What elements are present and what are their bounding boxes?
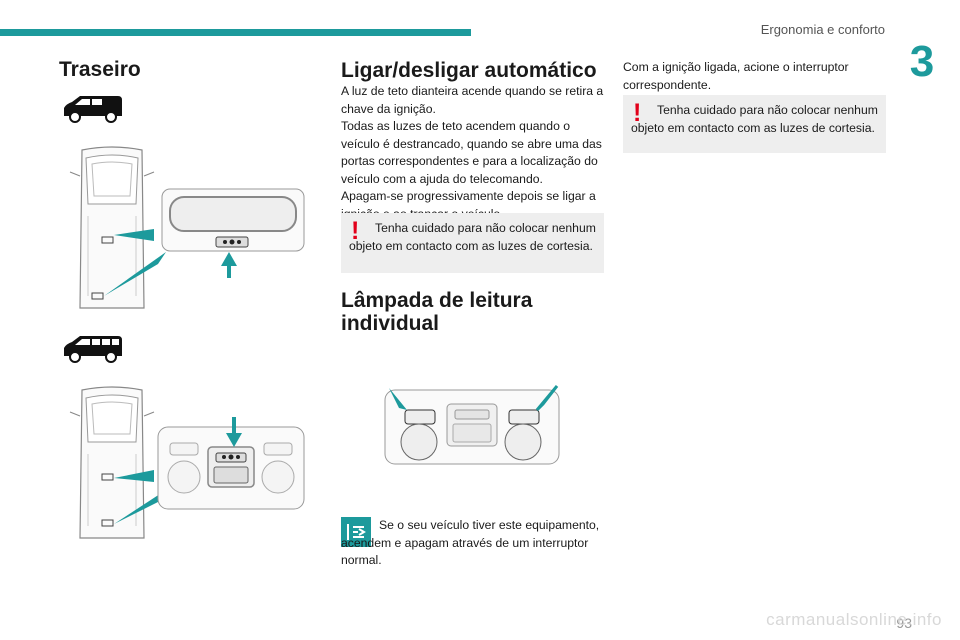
teal-arrow [114,490,166,524]
warning-box: ! Tenha cuidado para não colocar nenhum … [341,213,604,273]
paragraph: A luz de teto dianteira acende quando se… [341,84,604,116]
van-icon [64,96,122,123]
heading-traseiro: Traseiro [59,58,141,81]
warning-box: ! Tenha cuidado para não colocar nenhum … [623,95,886,153]
teal-arrow [114,470,154,482]
teal-arrow [226,417,242,447]
page-number: 93 [896,615,912,631]
equipment-info-icon [341,517,371,547]
minibus-icon [64,336,122,363]
header-accent-bar [0,29,471,36]
ceiling-light-panel [161,188,305,252]
auto-description: A luz de teto dianteira acende quando se… [341,83,605,223]
vehicle-top-view-diagram [69,146,155,309]
warning-icon: ! [633,99,642,127]
chapter-number: 3 [909,37,935,86]
section-title: Ergonomia e conforto [760,22,885,37]
right-paragraph: Com a ignição ligada, acione o interrupt… [623,60,849,92]
teal-arrow [221,252,237,278]
info-text: Se o seu veículo tiver este equipamento,… [341,518,600,567]
warning-icon: ! [351,217,360,245]
vehicle-top-view-diagram [69,386,155,539]
heading-ligar-desligar: Ligar/desligar automático [341,59,597,82]
warning-text: Tenha cuidado para não colocar nenhum ob… [349,221,596,253]
teal-arrow [104,252,166,296]
reading-lamp-diagram [384,385,560,465]
watermark: carmanualsonline.info [766,610,942,629]
paragraph: Todas as luzes de teto acendem quando o … [341,119,602,186]
ceiling-light-panel-rear [157,426,305,510]
heading-lampada-line2: individual [341,312,440,335]
teal-arrow [114,229,154,241]
warning-text: Tenha cuidado para não colocar nenhum ob… [631,103,878,135]
heading-lampada-line1: Lâmpada de leitura [341,289,533,312]
